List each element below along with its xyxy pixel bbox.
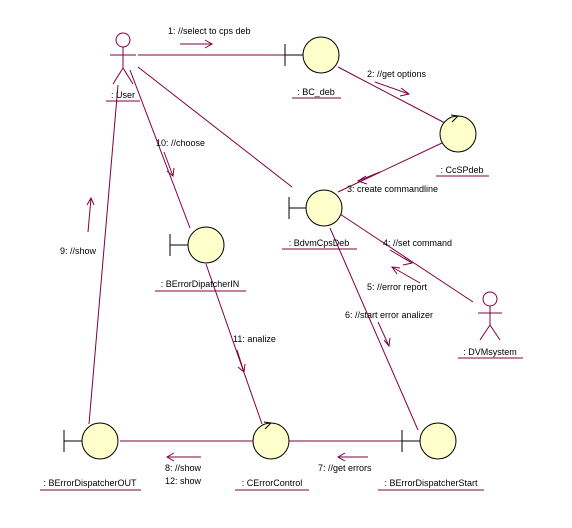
message-label-9: 9: //show xyxy=(60,246,97,256)
berrordispatcherstart-label: : BErrorDispatcherStart xyxy=(384,478,478,488)
message-arrow-10 xyxy=(163,151,175,177)
link-bdvmcpsdeb-berrordispatcherstart xyxy=(329,227,419,431)
message-label-10: 10: //choose xyxy=(156,138,205,148)
message-label-1: 1: //select to cps deb xyxy=(168,26,251,36)
message-arrow-11 xyxy=(236,349,246,373)
berrordipatcherin-boundary-icon[interactable] xyxy=(169,226,225,264)
link-ccspdeb-bdvmcpsdeb xyxy=(337,142,443,193)
cerrorcontrol-control-icon[interactable] xyxy=(252,421,290,460)
message-label-4: 4: //set command xyxy=(383,238,452,248)
bc-deb-boundary-icon[interactable] xyxy=(284,36,340,74)
message-arrow-9 xyxy=(86,196,95,233)
message-label-7: 7: //get errors xyxy=(318,463,372,473)
message-arrow-2 xyxy=(374,81,411,97)
message-label-6: 6: //start error analizer xyxy=(345,310,433,320)
bdvmcpsdeb-label: : BdvmCpsDeb xyxy=(289,238,350,248)
user-actor-icon[interactable] xyxy=(110,32,136,85)
message-label-11: 11: analize xyxy=(233,334,276,344)
message-label-3: 3: create commandline xyxy=(347,184,438,194)
message-arrow-8 xyxy=(165,452,201,462)
cerrorcontrol-label: : CErrorControl xyxy=(242,478,303,488)
dvmsystem-actor-icon[interactable] xyxy=(478,291,502,341)
link-user-berrordipatcherin xyxy=(129,69,191,229)
message-label-12: 12: show xyxy=(165,476,202,486)
message-arrow-3 xyxy=(356,171,381,185)
message-arrow-5 xyxy=(390,266,421,284)
message-label-5: 5: //error report xyxy=(367,282,428,292)
ccspdeb-label: : CcSPdeb xyxy=(440,165,483,175)
bc-deb-label: : BC_deb xyxy=(297,87,335,97)
ccspdeb-control-icon[interactable] xyxy=(439,114,477,153)
bdvmcpsdeb-boundary-icon[interactable] xyxy=(288,189,343,227)
link-bdvmcpsdeb-dvmsystem xyxy=(339,213,474,303)
message-label-2: 2: //get options xyxy=(367,69,427,79)
dvmsystem-label: : DVMsystem xyxy=(463,347,517,357)
message-arrow-1 xyxy=(180,39,214,49)
berrordispatcherout-label: : BErrorDispatcherOUT xyxy=(43,478,137,488)
berrordispatcherout-boundary-icon[interactable] xyxy=(63,422,119,460)
link-bc-deb-ccspdeb xyxy=(337,66,446,124)
message-arrow-4 xyxy=(389,249,414,266)
user-label: : User xyxy=(111,90,135,100)
link-user-berrordispatcherout xyxy=(88,84,119,425)
message-label-8: 8: //show xyxy=(165,463,202,473)
berrordipatcherin-label: : BErrorDipatcherIN xyxy=(161,279,240,289)
link-user-bdvmcpsdeb xyxy=(137,66,293,188)
berrordispatcherstart-boundary-icon[interactable] xyxy=(401,422,457,460)
message-arrow-7 xyxy=(336,452,368,462)
message-arrow-6 xyxy=(377,321,391,348)
